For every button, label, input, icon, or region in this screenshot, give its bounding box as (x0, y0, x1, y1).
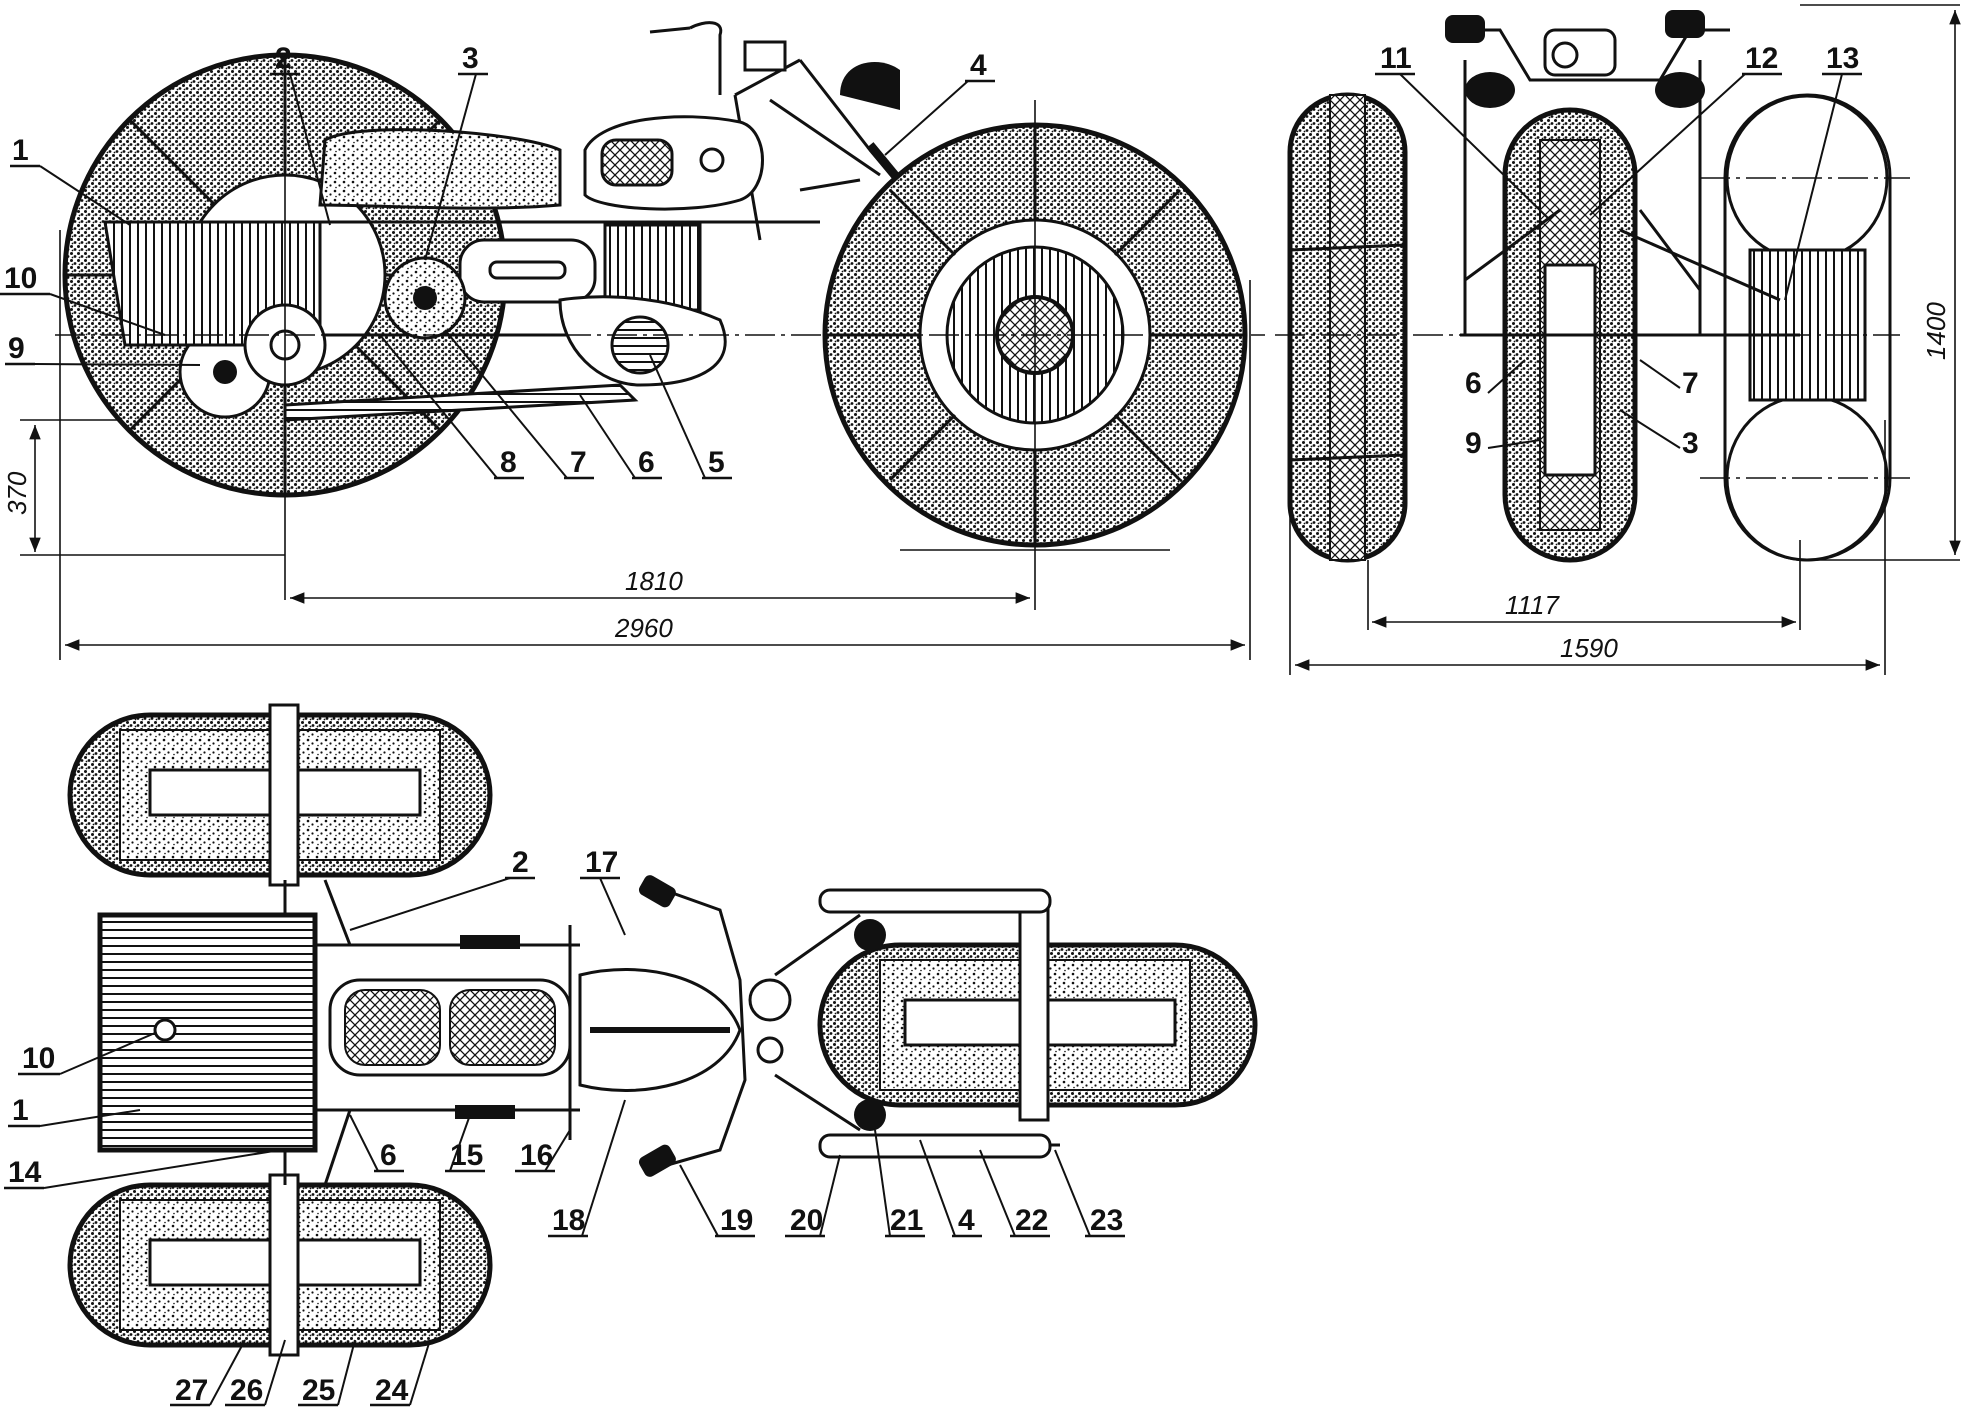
label-12: 12 (1745, 42, 1778, 75)
label-14: 14 (8, 1156, 42, 1189)
dim-height: 1400 (1921, 302, 1951, 360)
dim-ground: 370 (2, 471, 32, 515)
label-18: 18 (552, 1204, 585, 1237)
dim-width: 1590 (1560, 633, 1618, 663)
top-frame (315, 879, 580, 1186)
label-1-top: 1 (12, 1094, 29, 1127)
label-7-side: 7 (570, 446, 587, 479)
label-2-top: 2 (512, 846, 529, 879)
label-23: 23 (1090, 1204, 1123, 1237)
label-10-top: 10 (22, 1042, 55, 1075)
label-20: 20 (790, 1204, 823, 1237)
front-right-tire (1700, 93, 1910, 562)
label-26: 26 (230, 1374, 263, 1407)
label-6-top: 6 (380, 1139, 397, 1172)
top-labels: 2 17 10 1 14 6 15 16 18 (4, 846, 1125, 1407)
top-handlebar (638, 875, 792, 1177)
label-17: 17 (585, 846, 618, 879)
label-6-side: 6 (638, 446, 655, 479)
label-3-side: 3 (462, 42, 479, 75)
label-5-side: 5 (708, 446, 725, 479)
label-10-side: 10 (4, 262, 37, 295)
label-8-side: 8 (500, 446, 517, 479)
label-27: 27 (175, 1374, 208, 1407)
top-view: 2 17 10 1 14 6 15 16 18 (4, 703, 1258, 1407)
headlight (840, 62, 900, 110)
dim-track: 1117 (1505, 590, 1561, 620)
label-6-front: 6 (1465, 367, 1482, 400)
label-11: 11 (1380, 42, 1412, 75)
label-4-top: 4 (958, 1204, 975, 1237)
front-labels: 11 12 13 6 7 9 3 (1375, 42, 1862, 460)
label-24: 24 (375, 1374, 409, 1407)
engine (458, 223, 727, 387)
label-3-front: 3 (1682, 427, 1699, 460)
handlebar-side (649, 21, 787, 95)
side-view: 1810 2960 370 1 2 3 4 5 6 7 (0, 21, 1265, 660)
dim-wheelbase: 1810 (625, 566, 683, 596)
label-1-side: 1 (12, 134, 29, 167)
label-13: 13 (1826, 42, 1859, 75)
label-4-side: 4 (970, 49, 987, 82)
label-9-front: 9 (1465, 427, 1482, 460)
front-view: 1400 1117 1590 11 12 13 6 7 9 3 (1275, 4, 1961, 675)
fuel-tank (583, 115, 764, 211)
dim-length: 2960 (614, 613, 673, 643)
label-22: 22 (1015, 1204, 1048, 1237)
top-rack (97, 912, 318, 1153)
label-25: 25 (302, 1374, 335, 1407)
side-labels: 1 2 3 4 5 6 7 8 9 (0, 42, 995, 480)
label-2-side: 2 (275, 42, 292, 75)
handlebar-front (1445, 10, 1730, 108)
label-21: 21 (890, 1204, 923, 1237)
label-7-front: 7 (1682, 367, 1699, 400)
seat (318, 128, 562, 210)
label-19: 19 (720, 1204, 753, 1237)
label-9-side: 9 (8, 332, 25, 365)
